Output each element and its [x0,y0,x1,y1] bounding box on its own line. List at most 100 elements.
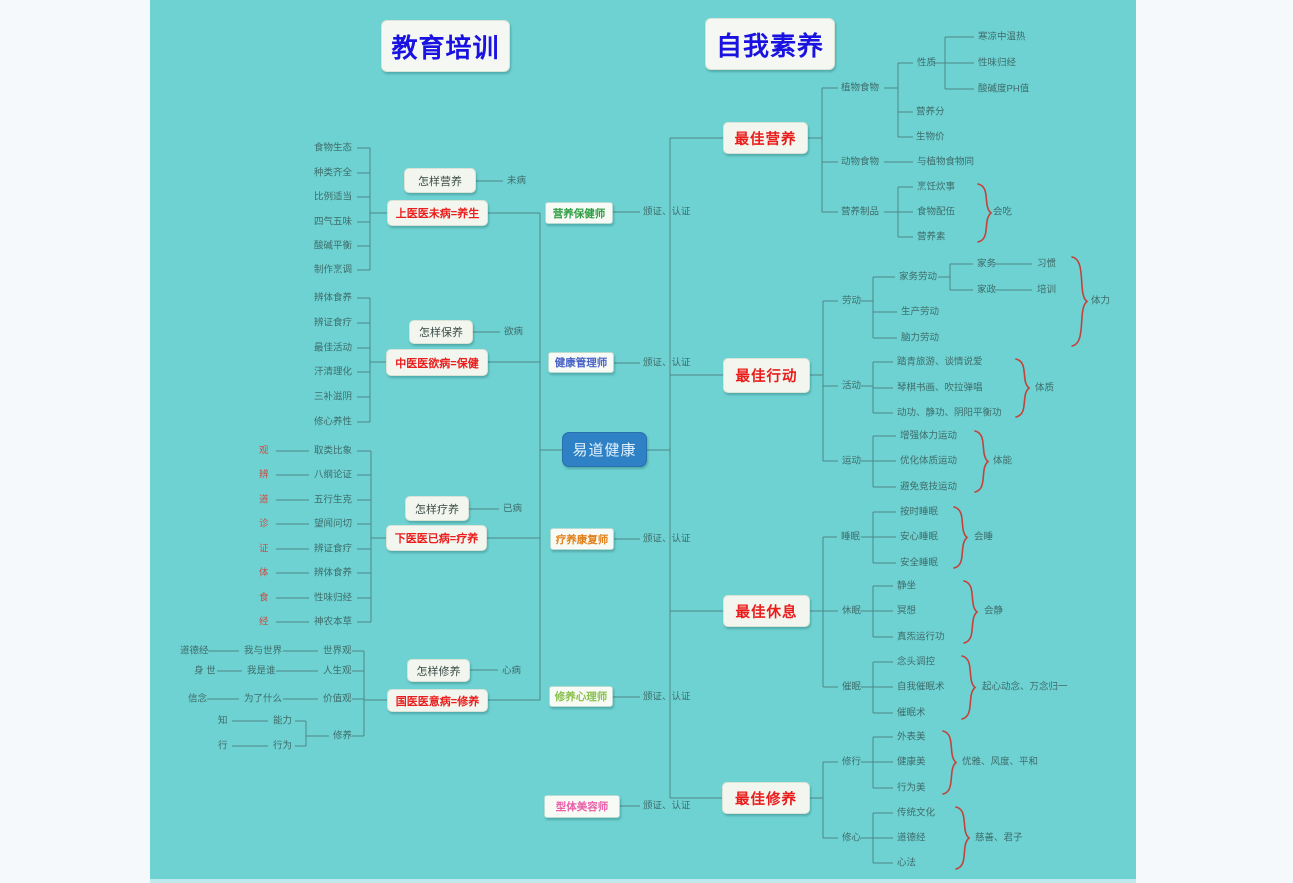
topic-label[interactable]: 传统文化 [897,807,936,819]
topic-label[interactable]: 念头调控 [897,656,936,668]
topic-label[interactable]: 八纲论证 [314,469,353,481]
marker-char-label[interactable]: 证 [259,543,269,555]
topic-label[interactable]: 知 [218,715,228,727]
topic-label[interactable]: 家政 [977,284,997,296]
topic-label[interactable]: 性质 [917,57,937,69]
topic-label[interactable]: 催眠 [842,681,862,693]
topic-label[interactable]: 动物食物 [841,156,880,168]
topic-label[interactable]: 信念 [188,693,208,705]
marker-char-label[interactable]: 观 [259,445,269,457]
key-topic-node[interactable]: 最佳休息 [723,595,810,627]
topic-label[interactable]: 静坐 [897,580,917,592]
topic-label[interactable]: 神农本草 [314,616,353,628]
topic-label[interactable]: 修心养性 [314,416,353,428]
topic-label[interactable]: 价值观 [323,693,352,705]
topic-label[interactable]: 睡眠 [841,531,861,543]
topic-label[interactable]: 营养分 [916,106,945,118]
marker-char-label[interactable]: 食 [259,592,269,604]
key-topic-node[interactable]: 最佳行动 [723,358,810,393]
summary-label[interactable]: 体质 [1035,382,1055,394]
topic-label[interactable]: 三补滋阴 [314,391,353,403]
key-topic-node[interactable]: 下医医已病=疗养 [386,525,487,551]
topic-label[interactable]: 道德经 [897,832,926,844]
topic-label[interactable]: 望闻问切 [314,518,353,530]
profession-node[interactable]: 修养心理师 [549,686,613,707]
key-topic-node[interactable]: 最佳营养 [723,122,808,154]
topic-label[interactable]: 生物价 [916,131,945,143]
topic-label[interactable]: 健康美 [897,756,926,768]
topic-label[interactable]: 真炁运行功 [897,631,945,643]
topic-label[interactable]: 辨证食疗 [314,317,353,329]
topic-label[interactable]: 心病 [502,665,522,677]
summary-label[interactable]: 慈善、君子 [975,832,1023,844]
marker-char-label[interactable]: 诊 [259,518,269,530]
topic-label[interactable]: 种类齐全 [314,167,353,179]
topic-label[interactable]: 培训 [1037,284,1057,296]
topic-label[interactable]: 营养素 [917,231,946,243]
topic-label[interactable]: 未病 [507,175,527,187]
topic-label[interactable]: 自我催眠术 [897,681,945,693]
summary-label[interactable]: 优雅、风度、平和 [962,756,1039,768]
topic-label[interactable]: 营养制品 [841,206,880,218]
topic-label[interactable]: 寒凉中温热 [978,31,1026,43]
topic-label[interactable]: 劳动 [842,295,862,307]
topic-label[interactable]: 为了什么 [244,693,283,705]
topic-label[interactable]: 能力 [273,715,293,727]
topic-label[interactable]: 修心 [842,832,862,844]
summary-label[interactable]: 体力 [1091,295,1111,307]
summary-label[interactable]: 会吃 [993,206,1013,218]
map-title-education[interactable]: 教育培训 [381,20,510,72]
topic-label[interactable]: 比例适当 [314,191,353,203]
topic-label[interactable]: 道德经 [180,645,209,657]
topic-label[interactable]: 催眠术 [897,707,926,719]
topic-label[interactable]: 生产劳动 [901,306,940,318]
topic-label[interactable]: 外表美 [897,731,926,743]
summary-label[interactable]: 会睡 [974,531,994,543]
topic-label[interactable]: 植物食物 [841,82,880,94]
topic-label[interactable]: 食物生态 [314,142,353,154]
topic-node[interactable]: 怎样修养 [407,659,470,682]
topic-label[interactable]: 习惯 [1037,258,1057,270]
topic-label[interactable]: 活动 [842,380,862,392]
topic-label[interactable]: 性味归经 [978,57,1017,69]
topic-node[interactable]: 怎样保养 [409,320,473,344]
topic-label[interactable]: 世界观 [323,645,352,657]
topic-label[interactable]: 酸碱度PH值 [978,83,1030,95]
topic-label[interactable]: 休眠 [842,605,862,617]
topic-label[interactable]: 制作烹调 [314,264,353,276]
profession-node[interactable]: 健康管理师 [548,352,614,373]
profession-node[interactable]: 型体美容师 [544,795,620,818]
topic-label[interactable]: 四气五味 [314,216,353,228]
topic-label[interactable]: 我与世界 [244,645,283,657]
topic-label[interactable]: 安心睡眠 [900,531,939,543]
topic-label[interactable]: 优化体质运动 [900,455,958,467]
topic-label[interactable]: 增强体力运动 [900,430,958,442]
topic-label[interactable]: 家务劳动 [899,271,938,283]
topic-label[interactable]: 行为美 [897,782,926,794]
topic-label[interactable]: 身 世 [194,665,216,677]
summary-label[interactable]: 会静 [984,605,1004,617]
topic-label[interactable]: 最佳活动 [314,342,353,354]
root-node[interactable]: 易道健康 [562,432,647,467]
key-topic-node[interactable]: 最佳修养 [722,782,810,814]
topic-label[interactable]: 行为 [273,740,293,752]
topic-label[interactable]: 已病 [503,503,523,515]
topic-label[interactable]: 取类比象 [314,445,353,457]
key-topic-node[interactable]: 国医医意病=修养 [387,689,488,712]
topic-label[interactable]: 与植物食物同 [917,156,975,168]
topic-label[interactable]: 辨体食养 [314,292,353,304]
profession-node[interactable]: 营养保健师 [545,202,613,224]
topic-label[interactable]: 烹饪炊事 [917,181,956,193]
topic-label[interactable]: 修行 [842,756,862,768]
topic-label[interactable]: 按时睡眠 [900,506,939,518]
topic-label[interactable]: 汗清理化 [314,366,353,378]
topic-label[interactable]: 五行生克 [314,494,353,506]
topic-label[interactable]: 安全睡眠 [900,557,939,569]
topic-node[interactable]: 怎样疗养 [405,496,469,521]
topic-label[interactable]: 酸碱平衡 [314,240,353,252]
topic-label[interactable]: 性味归经 [314,592,353,604]
topic-label[interactable]: 辨体食养 [314,567,353,579]
key-topic-node[interactable]: 上医医未病=养生 [387,200,488,226]
topic-label[interactable]: 辨证食疗 [314,543,353,555]
profession-node[interactable]: 疗养康复师 [550,528,614,550]
